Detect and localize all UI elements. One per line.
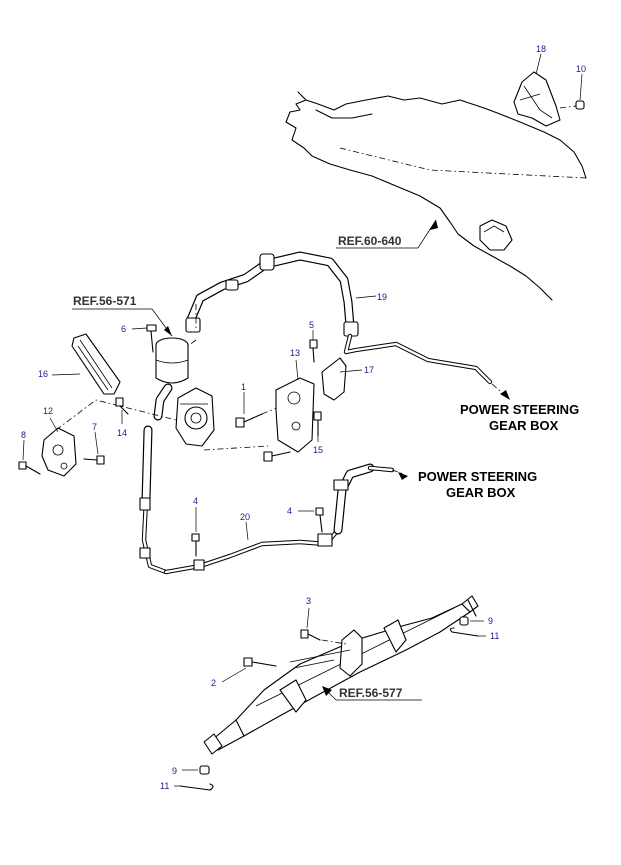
part-number-15: 15 (313, 445, 323, 455)
bolt-2 (221, 657, 277, 683)
ref-56-577-callout (322, 686, 422, 701)
bolt-8 (18, 439, 41, 475)
bolt-4b (298, 507, 324, 533)
pipe-bracket-17 (321, 357, 363, 401)
bolt-14 (115, 397, 129, 424)
bolt-7 (83, 431, 105, 465)
part-number-5: 5 (309, 320, 314, 330)
steering-gear-box (203, 595, 479, 755)
cotter-pin-11-left (174, 783, 214, 791)
ref-60-640-callout (336, 219, 438, 249)
nut-9-right (459, 616, 484, 626)
dest-upper-line1: POWER STEERING (460, 402, 579, 417)
bolt-15 (263, 411, 322, 462)
oil-pump-assembly (153, 304, 215, 447)
ref-56-571-callout (72, 308, 173, 337)
part-number-18: 18 (536, 44, 546, 54)
part-number-9-right: 9 (488, 616, 493, 626)
bracket-13 (275, 359, 315, 453)
part-number-12: 12 (43, 406, 53, 416)
part-number-9-left: 9 (172, 766, 177, 776)
nut-10 (559, 73, 585, 110)
part-number-4a: 4 (193, 496, 198, 506)
ref-60-640-label: REF.60-640 (338, 234, 402, 248)
part-number-7: 7 (92, 422, 97, 432)
part-number-14: 14 (117, 428, 127, 438)
vehicle-body-panel (285, 91, 587, 301)
ref-56-577-label: REF.56-577 (339, 686, 403, 700)
return-hose (139, 425, 169, 575)
cotter-pin-11-right (449, 627, 486, 637)
dash-link-1 (203, 445, 269, 451)
part-number-11-right: 11 (490, 631, 499, 641)
pressure-hose-19 (185, 251, 377, 337)
bolt-4a (191, 507, 200, 557)
part-number-3: 3 (306, 596, 311, 606)
pressure-pipe-upper (343, 333, 510, 400)
bolt-5 (309, 330, 318, 363)
part-number-2: 2 (211, 678, 216, 688)
part-number-4b: 4 (287, 506, 292, 516)
dest-lower-line1: POWER STEERING (418, 469, 537, 484)
part-number-20: 20 (240, 512, 250, 522)
bolt-3 (300, 607, 347, 645)
drive-belt-16 (51, 333, 121, 395)
part-number-17: 17 (364, 365, 374, 375)
dest-upper-line2: GEAR BOX (489, 418, 559, 433)
bolt-6 (131, 324, 157, 353)
dest-lower-line2: GEAR BOX (446, 485, 516, 500)
part-number-11-left: 11 (160, 781, 169, 791)
part-number-6: 6 (121, 324, 126, 334)
part-number-19: 19 (377, 292, 387, 302)
bolt-1 (235, 392, 287, 428)
part-number-10: 10 (576, 64, 586, 74)
part-number-13: 13 (290, 348, 300, 358)
pump-bracket-12 (41, 399, 177, 477)
return-pipe-20 (163, 463, 408, 575)
mount-cover-18 (513, 53, 561, 127)
ref-56-571-label: REF.56-571 (73, 294, 137, 308)
part-number-1: 1 (241, 382, 246, 392)
part-number-16: 16 (38, 369, 48, 379)
part-number-8: 8 (21, 430, 26, 440)
nut-9-left (182, 765, 210, 775)
